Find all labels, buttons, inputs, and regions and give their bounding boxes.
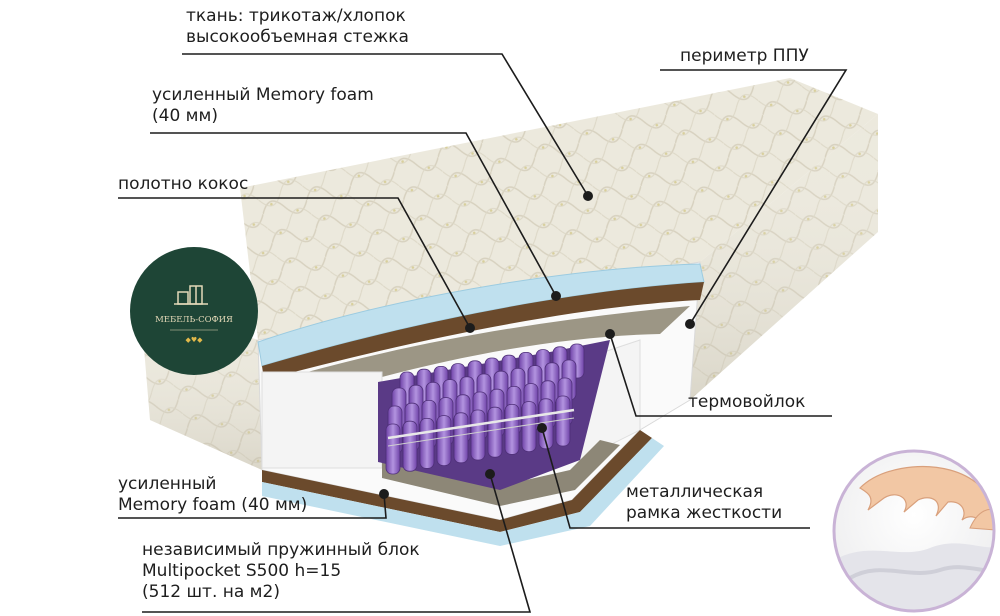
brand-logo: МЕБЕЛЬ-СОФИЯ ◆♥◆ — [130, 247, 258, 375]
label-memory-foam-top: усиленный Memory foam (40 мм) — [152, 85, 374, 127]
spring-pocket — [505, 404, 519, 454]
spring-pocket — [420, 418, 434, 468]
dot-fabric — [583, 191, 593, 201]
spring-pocket — [454, 413, 468, 463]
dot-coconut — [465, 323, 475, 333]
dot-perimeter — [685, 319, 695, 329]
label-fabric: ткань: трикотаж/хлопок высокообъемная ст… — [186, 6, 409, 48]
spring-pocket — [522, 402, 536, 452]
spring-pocket — [386, 424, 400, 474]
dot-metal-frame — [537, 423, 547, 433]
perimeter-block-left — [262, 372, 382, 468]
label-thermofelt: термовойлок — [688, 392, 805, 413]
label-coconut: полотно кокос — [118, 174, 248, 195]
logo-text: МЕБЕЛЬ-СОФИЯ — [155, 315, 233, 325]
dot-memory-bottom — [379, 489, 389, 499]
logo-ornament-icon: ◆♥◆ — [185, 336, 203, 344]
label-metal-frame: металлическая рамка жесткости — [626, 482, 782, 524]
dot-thermofelt — [605, 329, 615, 339]
spring-pocket — [488, 407, 502, 457]
dot-memory-top — [551, 291, 561, 301]
label-memory-foam-bottom: усиленный Memory foam (40 мм) — [118, 474, 307, 516]
memory-foam-inset — [834, 451, 1000, 616]
label-perimeter: периметр ППУ — [680, 46, 809, 67]
spring-pocket — [403, 421, 417, 471]
spring-pocket — [471, 410, 485, 460]
spring-pocket — [437, 416, 451, 466]
spring-pocket — [556, 396, 570, 446]
dot-spring-block — [485, 469, 495, 479]
label-spring-block: независимый пружинный блок Multipocket S… — [142, 540, 420, 603]
